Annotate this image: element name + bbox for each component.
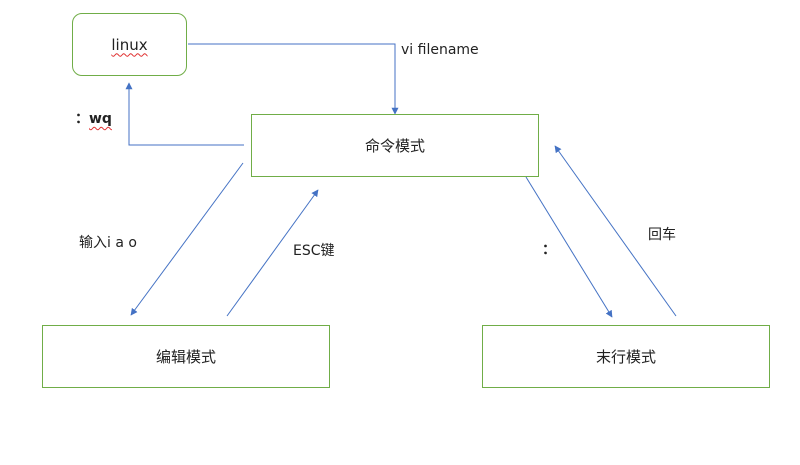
node-last-line-mode-label: 末行模式 [595, 348, 656, 366]
node-linux-label: linux [111, 35, 148, 54]
arrow-last-line-to-command [554, 145, 677, 317]
edge-label-wq: ：wq [75, 110, 112, 128]
arrow-command-to-last-line [525, 176, 613, 318]
arrow-command-to-linux [125, 82, 244, 146]
edge-label-wq-colon: ： [75, 111, 89, 127]
node-command-mode-label: 命令模式 [364, 137, 425, 155]
node-last-line-mode: 末行模式 [482, 325, 770, 388]
arrow-edit-to-command [226, 189, 319, 317]
edge-label-insert-keys: 输入i a o [79, 235, 137, 251]
node-command-mode: 命令模式 [251, 114, 539, 177]
edge-label-wq-text: wq [89, 111, 112, 127]
node-edit-mode: 编辑模式 [42, 325, 330, 388]
edge-label-vi-filename: vi filename [401, 42, 479, 58]
node-linux: linux [72, 13, 187, 76]
edge-label-esc-key: ESC键 [293, 243, 335, 259]
node-edit-mode-label: 编辑模式 [155, 348, 216, 366]
arrow-command-to-edit [130, 162, 244, 316]
edge-label-colon: ： [542, 242, 556, 258]
edge-label-enter: 回车 [648, 227, 676, 243]
arrow-linux-to-command [188, 43, 399, 115]
